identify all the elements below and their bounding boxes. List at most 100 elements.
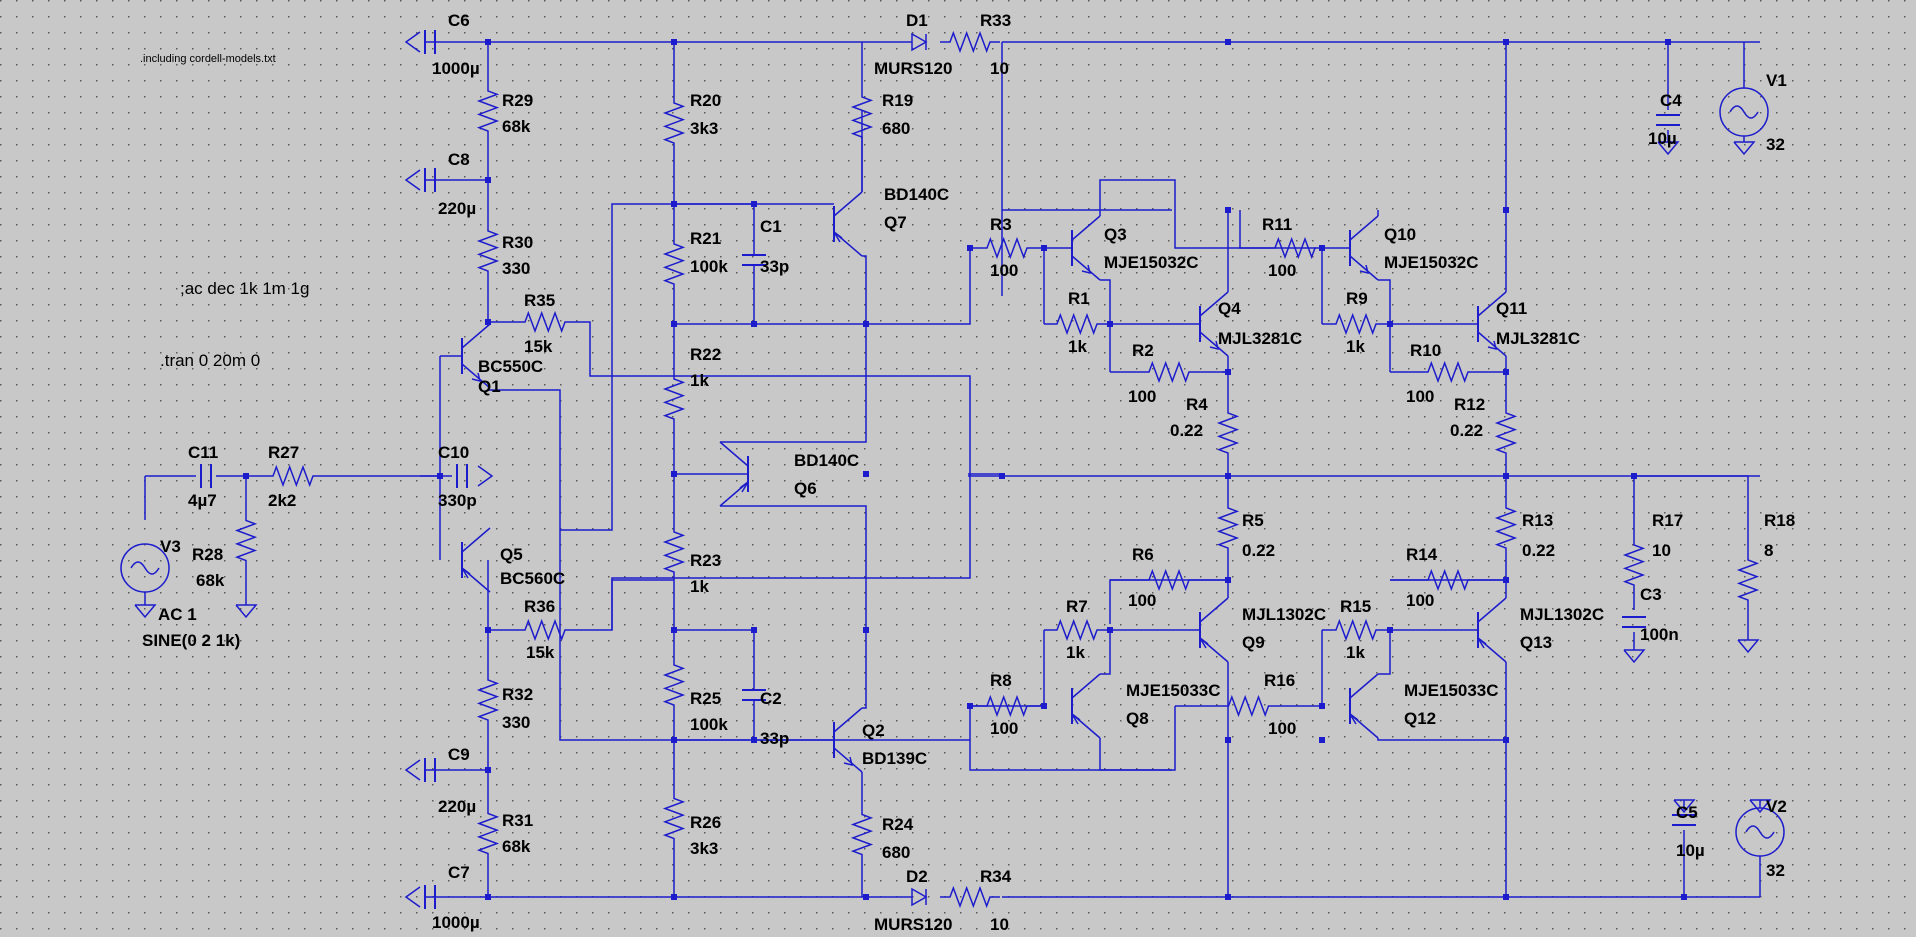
c11-capacitor[interactable] xyxy=(200,464,212,488)
q10-name: Q10 xyxy=(1384,225,1416,244)
r10-name: R10 xyxy=(1410,341,1441,360)
q12-transistor[interactable] xyxy=(1349,673,1379,739)
q8-transistor[interactable] xyxy=(1071,673,1101,739)
c3-value: 100n xyxy=(1640,625,1679,644)
r13-resistor[interactable] xyxy=(1494,476,1518,580)
q11-name: Q11 xyxy=(1496,299,1527,318)
q13-transistor[interactable] xyxy=(1477,597,1507,663)
c9-capacitor[interactable] xyxy=(424,758,436,782)
v2-source[interactable] xyxy=(1735,807,1785,857)
r6-name: R6 xyxy=(1132,545,1154,564)
q7-transistor[interactable] xyxy=(833,191,863,257)
r5-resistor[interactable] xyxy=(1216,476,1240,580)
c1-value: 33p xyxy=(760,257,789,276)
q9-transistor[interactable] xyxy=(1199,597,1229,663)
r11-resistor[interactable] xyxy=(1268,236,1322,260)
r11-value: 100 xyxy=(1268,261,1296,280)
r10-resistor[interactable] xyxy=(1390,360,1506,384)
r2-resistor[interactable] xyxy=(1110,360,1228,384)
r22-resistor[interactable] xyxy=(662,324,686,474)
c6-name: C6 xyxy=(448,11,470,30)
c8-capacitor[interactable] xyxy=(424,168,436,192)
d1-diode[interactable] xyxy=(911,32,928,52)
r31-resistor[interactable] xyxy=(476,770,500,897)
q10-transistor[interactable] xyxy=(1349,215,1379,281)
r5-name: R5 xyxy=(1242,511,1264,530)
v3-source[interactable] xyxy=(120,543,170,593)
r3-value: 100 xyxy=(990,261,1018,280)
v1-name: V1 xyxy=(1766,71,1787,90)
q2-transistor[interactable] xyxy=(833,707,863,773)
v2-value: 32 xyxy=(1766,861,1785,880)
r27-resistor[interactable] xyxy=(246,464,340,488)
r29-resistor[interactable] xyxy=(476,42,500,180)
r28-resistor[interactable] xyxy=(234,476,258,605)
c10-capacitor[interactable] xyxy=(456,464,468,488)
r7-resistor[interactable] xyxy=(1044,618,1110,642)
q8-value: MJE15033C xyxy=(1126,681,1221,700)
r17-name: R17 xyxy=(1652,511,1683,530)
r3-resistor[interactable] xyxy=(970,236,1044,260)
c6-capacitor[interactable] xyxy=(424,30,436,54)
r36-resistor[interactable] xyxy=(510,618,580,642)
r19-name: R19 xyxy=(882,91,913,110)
r1-name: R1 xyxy=(1068,289,1090,308)
q11-transistor[interactable] xyxy=(1477,291,1507,357)
v1-source[interactable] xyxy=(1719,87,1769,137)
q7-name: Q7 xyxy=(884,213,907,232)
r24-resistor[interactable] xyxy=(850,772,874,897)
q6-transistor[interactable] xyxy=(719,441,749,507)
c1-capacitor[interactable] xyxy=(742,254,766,266)
r6-resistor[interactable] xyxy=(1110,568,1228,592)
r16-resistor[interactable] xyxy=(1175,694,1322,718)
r33-resistor[interactable] xyxy=(940,30,1000,54)
c7-capacitor[interactable] xyxy=(424,885,436,909)
r1-value: 1k xyxy=(1068,337,1087,356)
r25-resistor[interactable] xyxy=(662,630,686,740)
r19-resistor[interactable] xyxy=(850,42,874,192)
r15-resistor[interactable] xyxy=(1322,618,1390,642)
d1-value: MURS120 xyxy=(874,59,952,78)
r32-resistor[interactable] xyxy=(476,630,500,770)
c5-capacitor[interactable] xyxy=(1672,814,1696,826)
c2-capacitor[interactable] xyxy=(742,689,766,701)
q5-transistor[interactable] xyxy=(461,527,491,593)
r30-resistor[interactable] xyxy=(476,180,500,322)
c3-capacitor[interactable] xyxy=(1622,616,1646,628)
r21-resistor[interactable] xyxy=(662,204,686,324)
r15-value: 1k xyxy=(1346,643,1365,662)
r20-value: 3k3 xyxy=(690,119,718,138)
c2-name: C2 xyxy=(760,689,782,708)
r20-resistor[interactable] xyxy=(662,42,686,204)
r9-resistor[interactable] xyxy=(1322,312,1390,336)
c8-name: C8 xyxy=(448,150,470,169)
r14-resistor[interactable] xyxy=(1390,568,1506,592)
ac-directive: ;ac dec 1k 1m 1g xyxy=(180,279,309,298)
r34-resistor[interactable] xyxy=(940,885,1000,909)
c4-capacitor[interactable] xyxy=(1656,114,1680,126)
r9-value: 1k xyxy=(1346,337,1365,356)
r17-resistor[interactable] xyxy=(1622,520,1646,610)
c10-value: 330p xyxy=(438,491,477,510)
c4-name: C4 xyxy=(1660,91,1682,110)
r22-value: 1k xyxy=(690,371,709,390)
q4-name: Q4 xyxy=(1218,299,1241,318)
r12-value: 0.22 xyxy=(1450,421,1483,440)
q1-transistor[interactable] xyxy=(461,323,491,389)
r1-resistor[interactable] xyxy=(1044,312,1110,336)
r4-resistor[interactable] xyxy=(1216,390,1240,476)
r23-resistor[interactable] xyxy=(662,474,686,630)
r12-resistor[interactable] xyxy=(1494,390,1518,476)
r27-name: R27 xyxy=(268,443,299,462)
v2-name: V2 xyxy=(1766,797,1787,816)
r26-resistor[interactable] xyxy=(662,740,686,897)
r18-resistor[interactable] xyxy=(1736,520,1760,640)
q1-name: Q1 xyxy=(478,377,501,396)
c7-name: C7 xyxy=(448,863,470,882)
q4-transistor[interactable] xyxy=(1199,291,1229,357)
q3-transistor[interactable] xyxy=(1071,215,1101,281)
r8-resistor[interactable] xyxy=(970,694,1044,718)
r35-resistor[interactable] xyxy=(510,310,580,334)
d2-diode[interactable] xyxy=(911,887,928,907)
